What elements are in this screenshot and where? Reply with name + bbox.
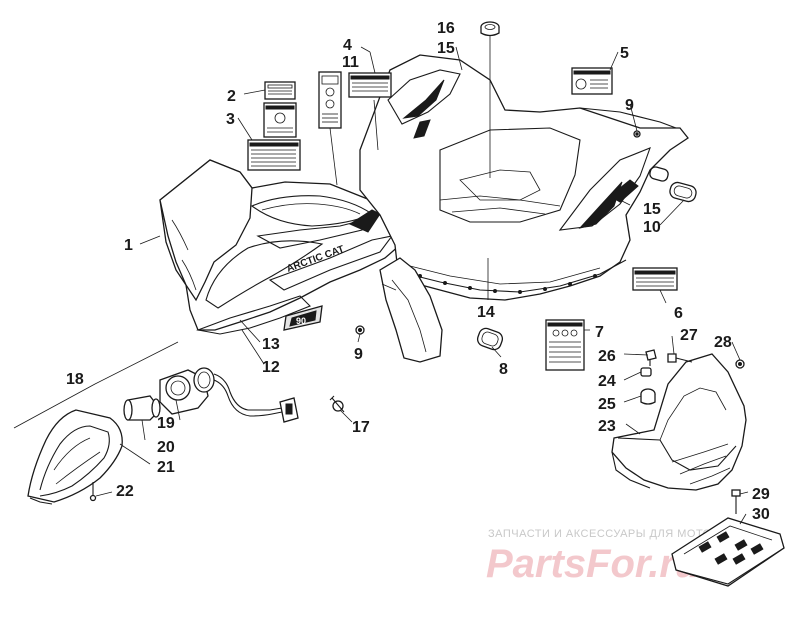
- callout-26: 26: [598, 348, 616, 365]
- callout-2: 2: [227, 88, 236, 105]
- front-fender-body: ARCTIC CAT 90: [159, 159, 401, 335]
- callout-16: 16: [437, 20, 455, 37]
- rear-fender-body: [359, 54, 689, 301]
- callout-15-upper: 15: [437, 40, 455, 57]
- part-10-plug: [669, 181, 697, 203]
- decal-4: [348, 72, 392, 98]
- callout-7: 7: [595, 324, 604, 341]
- callout-29: 29: [752, 486, 770, 503]
- callout-8: 8: [499, 361, 508, 378]
- callout-9-lower: 9: [354, 346, 363, 363]
- callout-24: 24: [598, 373, 616, 390]
- callout-6: 6: [674, 305, 683, 322]
- callout-17: 17: [352, 419, 370, 436]
- callout-3: 3: [226, 111, 235, 128]
- callout-9-upper: 9: [625, 97, 634, 114]
- decal-2: [264, 81, 296, 100]
- decal-3: [247, 139, 301, 171]
- leader-lines: [95, 36, 749, 525]
- callout-19: 19: [157, 415, 175, 432]
- footwell-assembly: [611, 349, 785, 587]
- callout-30: 30: [752, 506, 770, 523]
- inner-fender-panel: [379, 257, 443, 363]
- watermark-caption: ЗАПЧАСТИ И АКСЕССУАРЫ ДЛЯ МОТОТЕХНИКИ: [488, 528, 767, 540]
- callout-12: 12: [262, 359, 280, 376]
- decal-7: [545, 319, 585, 371]
- callout-11: 11: [342, 54, 359, 71]
- watermark-logo: PartsFor.ru: [486, 542, 699, 586]
- part-17-screw: [329, 395, 345, 413]
- part-16-cap: [480, 21, 500, 37]
- decal-11: [318, 71, 342, 129]
- decal-3-upper: [263, 102, 297, 138]
- model-decal: 90: [296, 316, 306, 326]
- callout-25: 25: [598, 396, 616, 413]
- decal-6: [632, 267, 678, 291]
- callout-15-right: 15: [643, 201, 661, 218]
- part-plug-upper: [649, 166, 669, 182]
- callout-21: 21: [157, 459, 175, 476]
- callout-28: 28: [714, 334, 732, 351]
- callout-1: 1: [124, 237, 133, 254]
- callout-27: 27: [680, 327, 698, 344]
- part-9-fastener-b: [355, 325, 365, 335]
- part-9-fastener-a: [633, 130, 641, 138]
- callout-20: 20: [157, 439, 175, 456]
- callout-22: 22: [116, 483, 134, 500]
- part-8-plug: [476, 327, 504, 351]
- skirt-rivets: [418, 274, 597, 294]
- callout-4: 4: [343, 37, 352, 54]
- callout-10: 10: [643, 219, 661, 236]
- decal-5: [571, 67, 613, 95]
- callout-14: 14: [477, 304, 495, 321]
- callout-numbers: 1 2 3 4 11 5 16 15 9 15 10 6 14 7 8 9 13…: [66, 20, 770, 523]
- skid-plate-holes: [698, 531, 764, 565]
- callout-13: 13: [262, 336, 280, 353]
- callout-18: 18: [66, 371, 84, 388]
- watermark: ЗАПЧАСТИ И АКСЕССУАРЫ ДЛЯ МОТОТЕХНИКИ Pa…: [486, 528, 767, 586]
- callout-5: 5: [620, 45, 629, 62]
- headlight-assembly: [13, 341, 299, 505]
- callout-23: 23: [598, 418, 616, 435]
